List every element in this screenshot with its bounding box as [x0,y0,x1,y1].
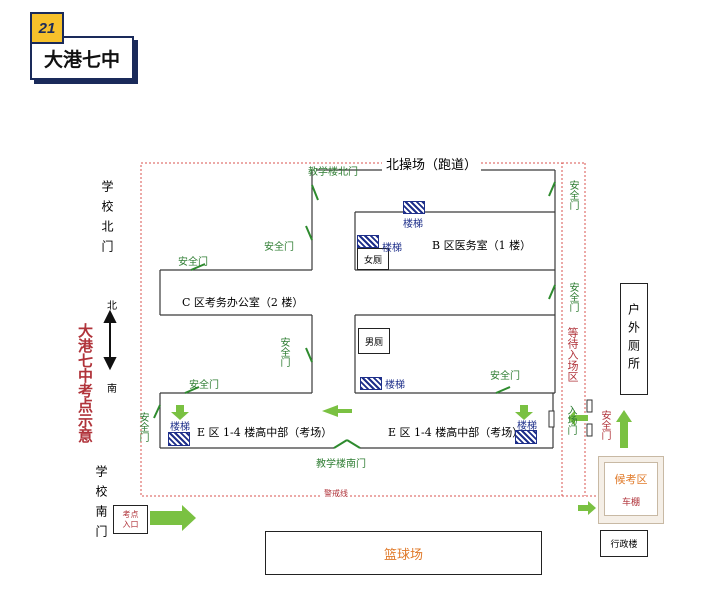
stairs-icon [515,430,537,444]
e-zone-left-label: E 区 1-4 楼高中部（考场） [197,426,333,439]
alert-line-boundary [140,162,563,497]
admin-building-label: 行政楼 [610,540,638,550]
left-stairs-arrow [171,405,189,420]
corridor-arrow [322,405,352,417]
section-number-badge: 21 [30,12,64,44]
right-stairs-arrow [515,405,533,420]
stairs-label: 楼梯 [517,421,537,432]
safety-door-label: 安全门 [490,371,520,382]
exam-entrance-box: 考点入口 [113,505,148,534]
candidate-area-label: 候考区 [614,472,648,486]
south-gate-label: 学校南门 [94,465,108,545]
entry-door-arrow [568,410,588,426]
stairs-icon [168,432,190,446]
alert-line-label: 警戒线 [322,488,350,499]
entry-door-label: 入场门 [565,405,576,435]
compass-north-label: 北 [107,301,117,312]
direction-arrows [150,405,632,531]
e-zone-right-label: E 区 1-4 楼高中部（考场） [388,426,524,439]
doors [153,181,556,449]
stairs-icon [357,235,379,248]
outdoor-toilet: 户外厕所 [620,283,648,395]
outdoor-toilet-label: 户外厕所 [626,303,641,375]
school-title: 大港七中 [30,36,134,80]
compass-south-label: 南 [107,384,117,395]
safety-door-label: 安全门 [567,180,578,210]
waiting-arrow [578,501,596,515]
stairs-label: 楼梯 [403,219,423,230]
stairs-label: 楼梯 [170,422,190,433]
stairs-label: 楼梯 [382,243,402,254]
safety-door-label: 安全门 [599,410,610,440]
stairs-icon [360,377,382,390]
basketball-court: 篮球场 [265,531,542,575]
building-walls [159,169,556,449]
safety-door-label: 安全门 [278,337,289,367]
north-gate-label: 学校北门 [100,180,114,260]
bike-shed-label: 车棚 [621,497,640,508]
north-field-label: 北操场（跑道） [382,154,482,173]
toilet-arrow [616,410,632,448]
basketball-court-label: 篮球场 [383,547,423,563]
exam-site-title: 大港七中考点示意 [76,323,94,443]
safety-door-label: 安全门 [264,242,294,253]
safety-door-label: 安全门 [178,257,208,268]
male-restroom: 男厕 [358,328,390,354]
teaching-south-gate-label: 教学楼南门 [316,459,366,470]
b-zone-label: B 区医务室（1 楼） [432,239,532,252]
female-restroom-label: 女厕 [363,255,382,266]
candidate-waiting-zone: 候考区 车棚 [598,456,664,524]
candidate-area-inner: 候考区 车棚 [604,462,658,516]
teaching-north-gate-label: 教学楼北门 [308,167,358,178]
exam-entrance-label: 考点入口 [122,509,139,529]
safety-door-label: 安全门 [567,282,578,312]
stairs-label: 楼梯 [385,380,405,391]
compass-arrow [103,309,117,371]
c-zone-label: C 区考务办公室（2 楼） [182,296,304,309]
female-restroom: 女厕 [357,248,389,270]
waiting-area-label: 等待入场区 [566,327,579,382]
stairs-icon [403,201,425,214]
admin-building: 行政楼 [600,530,648,557]
male-restroom-label: 男厕 [364,337,383,348]
safety-door-label: 安全门 [137,412,148,442]
safety-door-label: 安全门 [189,380,219,391]
entrance-arrow [150,505,196,531]
